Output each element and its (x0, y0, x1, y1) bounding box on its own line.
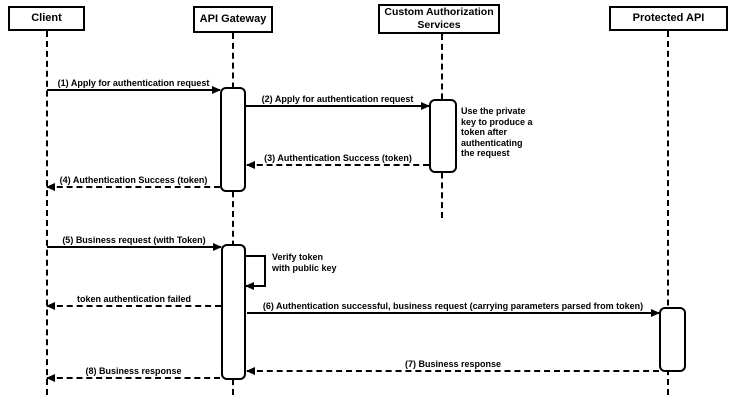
message-8-business-response: (8) Business response (46, 366, 220, 382)
actor-client-label: Client (31, 12, 62, 24)
message-2-label: (2) Apply for authentication request (261, 94, 414, 104)
arrowhead-left-icon (46, 374, 55, 382)
message-8-label: (8) Business response (85, 366, 182, 376)
arrowhead-left-icon (245, 282, 254, 290)
message-1-line (47, 89, 220, 91)
message-8-line (47, 377, 220, 379)
activation-custom-authorization-services (429, 99, 457, 173)
message-token-auth-failed-label: token authentication failed (76, 294, 191, 304)
actor-protected-api-label: Protected API (632, 12, 705, 24)
actor-protected-api: Protected API (609, 6, 728, 31)
actor-api-gateway: API Gateway (193, 6, 273, 33)
message-4-auth-success: (4) Authentication Success (token) (46, 175, 220, 191)
actor-client: Client (8, 6, 85, 31)
lifeline-protected-api (667, 31, 669, 395)
message-7-label: (7) Business response (404, 359, 502, 369)
message-7-line (247, 370, 659, 372)
message-2-line (246, 105, 429, 107)
message-4-label: (4) Authentication Success (token) (59, 175, 208, 185)
self-message-return-line (245, 282, 266, 290)
activation-api-gateway-business (221, 244, 246, 380)
self-message-top-line (246, 255, 266, 257)
message-3-line (247, 164, 429, 166)
message-3-label: (3) Authentication Success (token) (264, 153, 412, 163)
message-6-label: (6) Authentication successful, business … (262, 301, 644, 311)
message-5-label: (5) Business request (with Token) (62, 235, 206, 245)
activation-api-gateway-auth (220, 87, 246, 192)
note-private-key: Use the private key to produce a token a… (461, 106, 533, 158)
message-5-line (47, 246, 221, 248)
arrowhead-right-icon (421, 102, 430, 110)
message-7-business-response: (7) Business response (246, 359, 659, 375)
arrowhead-left-icon (246, 367, 255, 375)
message-token-auth-failed: token authentication failed (46, 294, 221, 310)
message-token-auth-failed-line (47, 305, 221, 307)
message-6-auth-successful-business-request: (6) Authentication successful, business … (247, 301, 660, 317)
arrowhead-left-icon (46, 302, 55, 310)
message-5-business-request: (5) Business request (with Token) (47, 235, 222, 251)
arrowhead-right-icon (651, 309, 660, 317)
arrowhead-right-icon (212, 86, 221, 94)
actor-api-gateway-label: API Gateway (199, 13, 267, 25)
message-3-auth-success: (3) Authentication Success (token) (246, 153, 429, 169)
actor-custom-authorization-services: Custom Authorization Services (378, 4, 500, 34)
actor-custom-authorization-services-label: Custom Authorization Services (384, 6, 494, 31)
arrowhead-right-icon (213, 243, 222, 251)
message-4-line (47, 186, 220, 188)
self-message-right-line (264, 255, 266, 287)
arrowhead-left-icon (246, 161, 255, 169)
lifeline-api-gateway (232, 33, 234, 395)
arrowhead-left-icon (46, 183, 55, 191)
message-2-apply-auth: (2) Apply for authentication request (246, 94, 430, 110)
message-1-label: (1) Apply for authentication request (57, 78, 210, 88)
activation-protected-api (659, 307, 686, 372)
lifeline-client (46, 31, 48, 395)
message-1-apply-auth: (1) Apply for authentication request (47, 78, 221, 94)
message-6-line (247, 312, 659, 314)
self-message-label: Verify token with public key (272, 252, 337, 273)
